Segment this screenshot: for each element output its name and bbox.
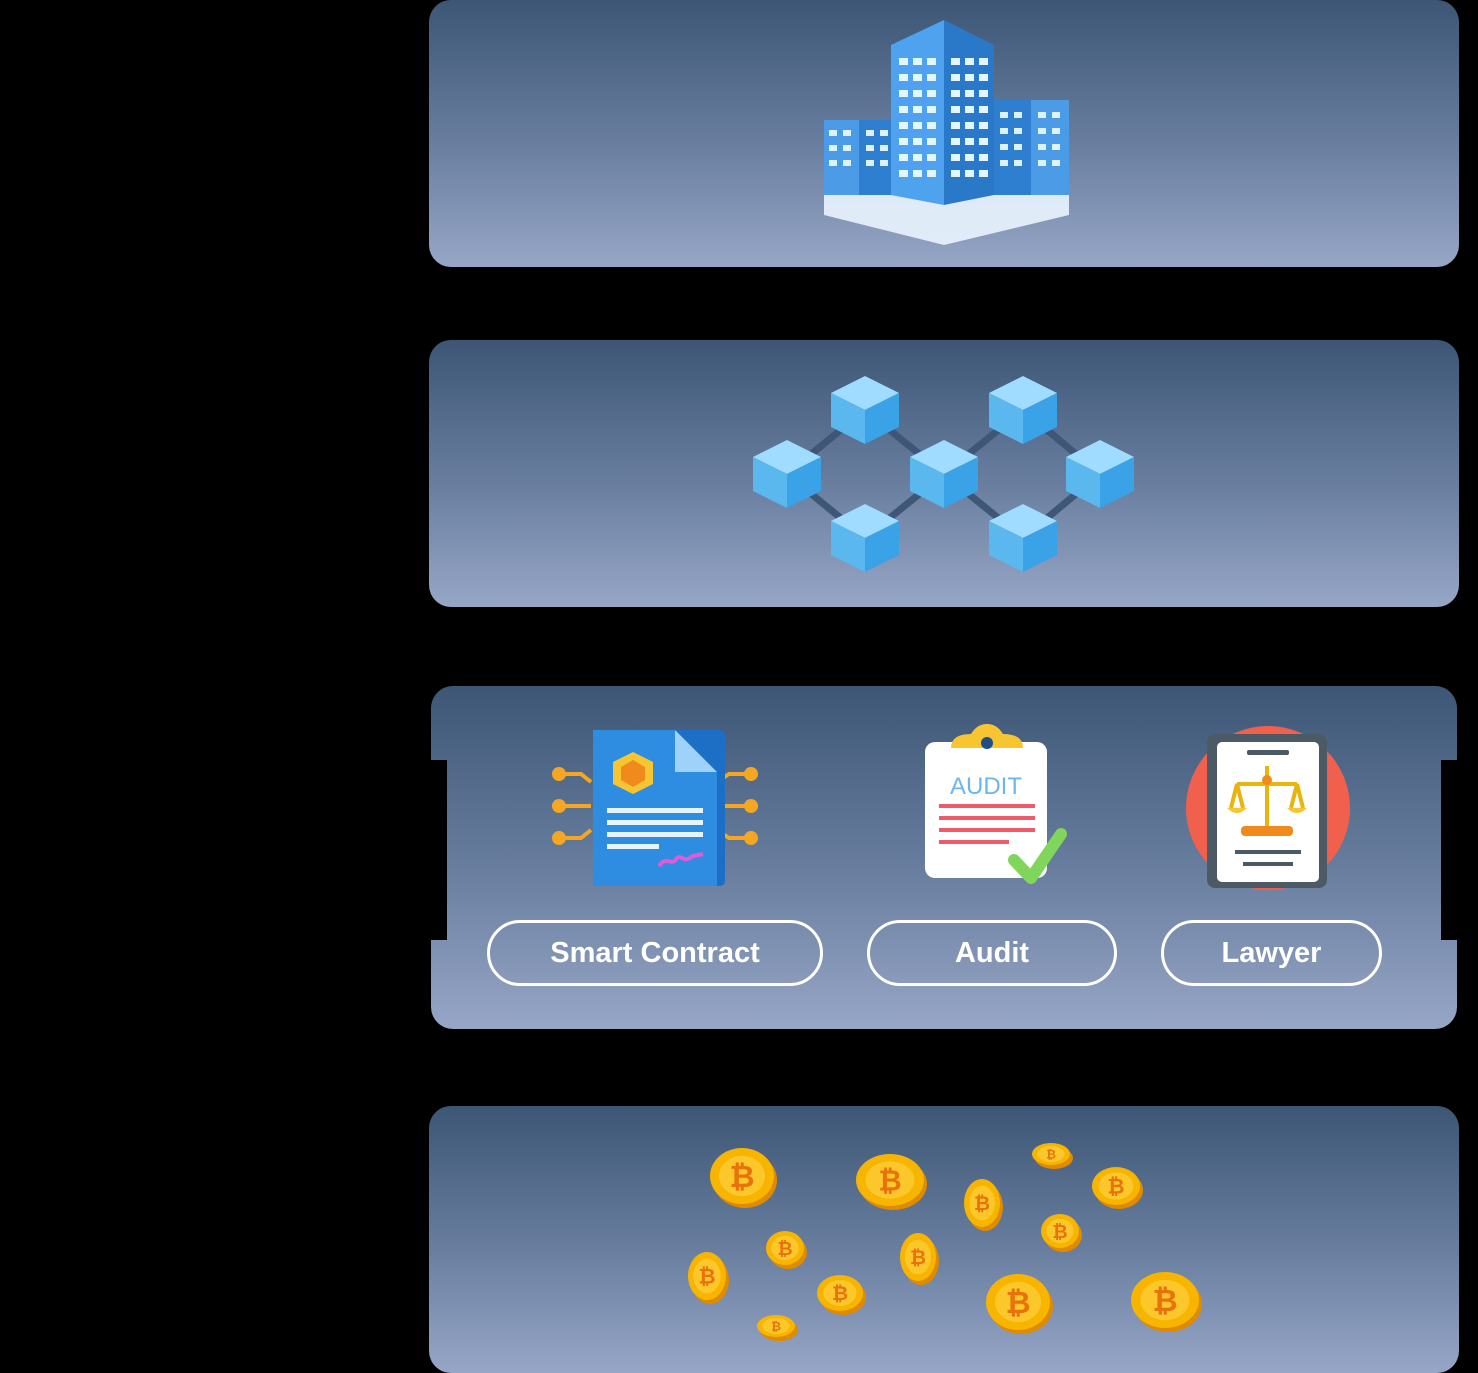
panel-notch-left [431, 760, 447, 940]
bitcoin-symbol: ₿ [698, 1265, 715, 1289]
bitcoin-symbol: ₿ [777, 1239, 792, 1260]
smart-contract-button[interactable]: Smart Contract [487, 920, 823, 986]
bitcoin-coin: ₿ [766, 1231, 807, 1269]
bitcoin-coin: ₿ [1032, 1143, 1073, 1169]
company-panel [429, 0, 1459, 267]
bitcoin-coin: ₿ [688, 1252, 729, 1304]
bitcoin-coins-icon: ₿ ₿ ₿ ₿ ₿ ₿ ₿ ₿ ₿ ₿ ₿ ₿ ₿ [688, 1143, 1202, 1341]
blockchain-panel [429, 340, 1459, 607]
lawyer-button[interactable]: Lawyer [1161, 920, 1382, 986]
bitcoin-symbol: ₿ [1046, 1147, 1056, 1161]
bitcoin-symbol: ₿ [1107, 1175, 1124, 1199]
audit-button[interactable]: Audit [867, 920, 1117, 986]
bitcoin-coin: ₿ [900, 1233, 939, 1285]
bitcoin-symbol: ₿ [974, 1192, 990, 1215]
bitcoin-coin: ₿ [1041, 1214, 1082, 1252]
bitcoin-symbol: ₿ [1005, 1285, 1030, 1321]
bitcoin-coin: ₿ [817, 1275, 866, 1315]
bitcoin-coin: ₿ [1092, 1167, 1143, 1209]
bitcoin-symbol: ₿ [729, 1159, 754, 1195]
block-cube [753, 440, 821, 508]
lawyer-scales-icon [1186, 726, 1350, 890]
bitcoin-symbol: ₿ [832, 1282, 848, 1305]
block-cube [910, 440, 978, 508]
bitcoin-symbol: ₿ [1152, 1283, 1177, 1319]
bitcoin-coin: ₿ [856, 1154, 927, 1210]
bitcoin-symbol: ₿ [878, 1163, 901, 1197]
legal-icons: AUDIT [552, 724, 1350, 890]
bitcoin-symbol: ₿ [910, 1246, 926, 1269]
block-cube [989, 504, 1057, 572]
block-cube [1066, 440, 1134, 508]
panel-notch-right [1441, 760, 1457, 940]
bitcoin-coin: ₿ [986, 1274, 1053, 1334]
bitcoin-coin: ₿ [710, 1148, 777, 1208]
block-cube [831, 376, 899, 444]
bitcoin-symbol: ₿ [771, 1319, 781, 1333]
bitcoin-coin: ₿ [964, 1179, 1003, 1231]
svg-text:AUDIT: AUDIT [950, 773, 1022, 800]
crypto-panel: ₿ ₿ ₿ ₿ ₿ ₿ ₿ ₿ ₿ ₿ ₿ ₿ ₿ [429, 1106, 1459, 1373]
bitcoin-coin: ₿ [1131, 1272, 1202, 1332]
office-buildings-icon [824, 20, 1069, 245]
block-cube [831, 504, 899, 572]
bitcoin-coin: ₿ [757, 1315, 798, 1341]
block-cube [989, 376, 1057, 444]
legal-panel: AUDIT Smart Contract Audit L [431, 686, 1457, 1029]
audit-clipboard-icon: AUDIT [925, 724, 1067, 884]
blockchain-network-icon [753, 376, 1134, 572]
bitcoin-symbol: ₿ [1052, 1222, 1067, 1243]
smart-contract-icon [552, 730, 758, 886]
